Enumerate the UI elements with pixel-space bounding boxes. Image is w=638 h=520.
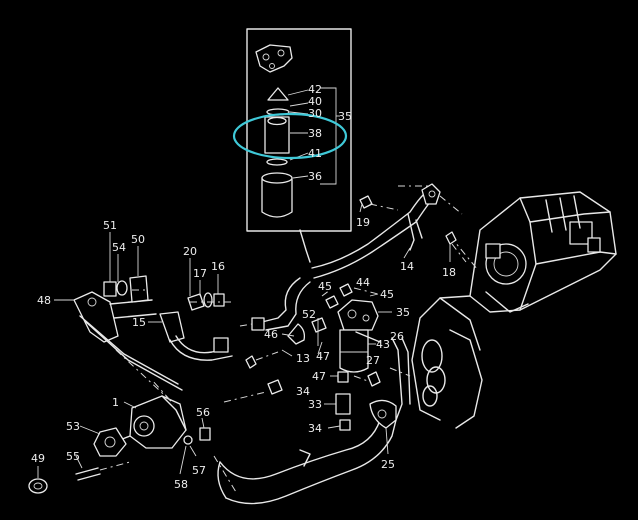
label-45-left: 45: [318, 280, 332, 293]
label-38: 38: [308, 127, 322, 140]
label-20: 20: [183, 245, 197, 258]
label-26: 26: [390, 330, 404, 343]
label-50: 50: [131, 233, 145, 246]
label-17: 17: [193, 267, 207, 280]
label-58: 58: [174, 478, 188, 491]
filter-head: [255, 44, 293, 73]
label-54: 54: [112, 241, 126, 254]
label-35-inset: 35: [338, 110, 352, 123]
label-40: 40: [308, 95, 322, 108]
label-16: 16: [211, 260, 225, 273]
label-52: 52: [302, 308, 316, 321]
label-14: 14: [400, 260, 414, 273]
inset-frame: [246, 28, 352, 232]
label-19: 19: [356, 216, 370, 229]
highlight-ellipse: [232, 112, 348, 160]
label-33: 33: [308, 398, 322, 411]
label-36: 36: [308, 170, 322, 183]
label-1: 1: [112, 396, 119, 409]
filter-cone: [267, 87, 289, 101]
label-34-upper: 34: [296, 385, 310, 398]
label-13: 13: [296, 352, 310, 365]
label-41: 41: [308, 147, 322, 160]
label-49: 49: [31, 452, 45, 465]
label-57: 57: [192, 464, 206, 477]
label-53: 53: [66, 420, 80, 433]
label-42: 42: [308, 83, 322, 96]
filter-inset: [232, 28, 352, 232]
filter-assembly: [287, 283, 381, 431]
label-45-right: 45: [380, 288, 394, 301]
label-47-upper: 47: [316, 350, 330, 363]
label-46: 46: [264, 328, 278, 341]
label-51: 51: [103, 219, 117, 232]
label-48: 48: [37, 294, 51, 307]
label-35: 35: [396, 306, 410, 319]
label-43: 43: [376, 338, 390, 351]
filter-bowl: [261, 177, 293, 218]
label-55: 55: [66, 450, 80, 463]
label-47-lower: 47: [312, 370, 326, 383]
label-25: 25: [381, 458, 395, 471]
label-27: 27: [366, 354, 380, 367]
label-15: 15: [132, 316, 146, 329]
label-56: 56: [196, 406, 210, 419]
bracket-assembly: [73, 275, 233, 405]
inset-pointer: [299, 229, 311, 263]
part-labels: 42 40 30 35 38 41 36 19 14 18 51 54 50 4…: [31, 83, 456, 491]
engine-block: [411, 191, 617, 429]
label-30: 30: [308, 107, 322, 120]
pump-assembly: [28, 379, 211, 494]
label-44: 44: [356, 276, 370, 289]
fuel-line-14: [311, 193, 425, 269]
label-18: 18: [442, 266, 456, 279]
label-34-lower: 34: [308, 422, 322, 435]
